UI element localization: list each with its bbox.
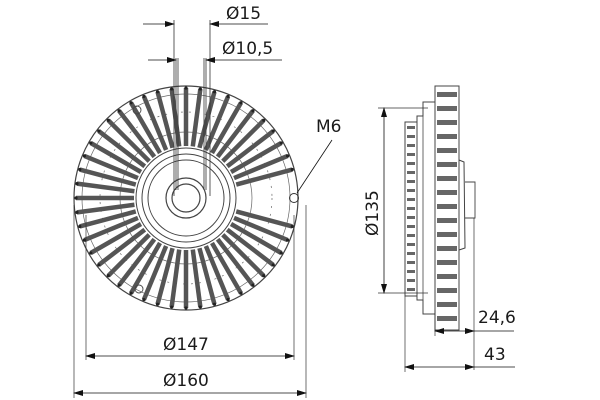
front-view [73,20,299,311]
dim-body: Ø135 [363,107,428,294]
label-outer: Ø160 [163,371,209,391]
dim-bore-outer: Ø15 [143,4,268,27]
label-body: Ø135 [363,190,383,236]
label-hub-depth: 24,6 [478,308,516,328]
hub-bore-outer [165,177,207,219]
label-bore-outer: Ø15 [226,4,261,24]
label-bore-inner: Ø10,5 [222,39,273,59]
dim-bore-inner: Ø10,5 [148,39,282,63]
dim-total-depth: 43 [404,296,515,372]
m6-hole [289,193,299,203]
label-thread: M6 [316,117,341,137]
dim-hub-depth: 24,6 [434,218,516,370]
dim-flange: Ø147 [85,215,295,360]
side-view [404,85,476,331]
dim-outer: Ø160 [73,205,307,398]
label-total-depth: 43 [484,345,506,365]
label-flange: Ø147 [163,335,209,355]
cooling-fins [74,86,294,310]
hub-bore-inner [171,183,201,213]
dim-thread: M6 [296,117,341,194]
